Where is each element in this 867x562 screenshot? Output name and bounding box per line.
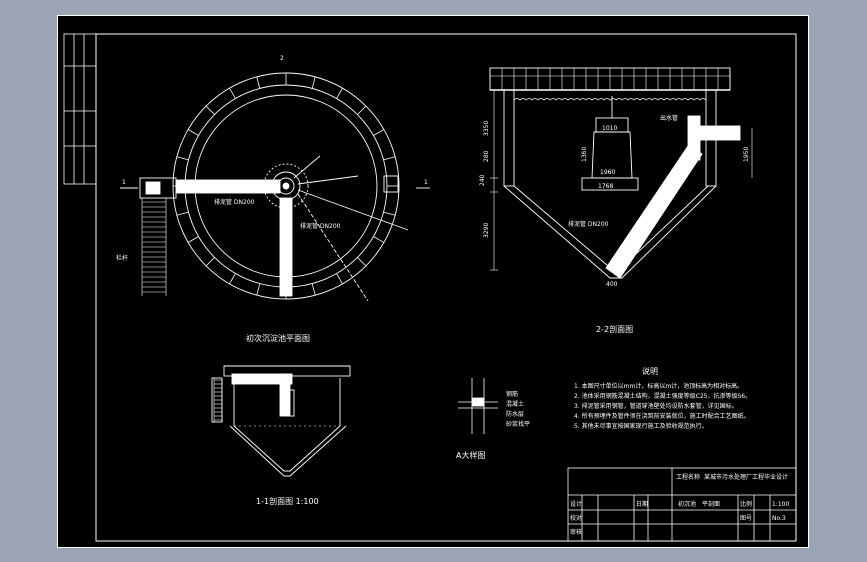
notes-line-4: 4. 所有预埋件及管件须在浇筑前安装就位，施工时配合工艺图纸。 [574, 412, 750, 420]
title-block-scale: 1:100 [772, 501, 789, 508]
dim-1768: 1768 [598, 183, 613, 190]
binding-strip [63, 33, 97, 185]
section-1-1 [211, 365, 351, 477]
plan-marker-right: 1 [424, 179, 428, 186]
title-block-sheet-no: No.3 [772, 515, 786, 522]
drawing-sheet: 2 1 1 排泥管 DN200 排泥管 DN200 栏杆 初次沉淀池平面图 [57, 15, 809, 548]
title-block-scale-label: 比例 [740, 500, 752, 508]
detail-note-2: 混凝土 [506, 400, 524, 408]
plan-marker-left: 1 [122, 179, 126, 186]
notes-line-5: 5. 其他未尽事宜按国家现行施工及验收规范执行。 [574, 422, 708, 430]
section-2-2-title: 2-2剖面图 [596, 324, 633, 334]
plan-view-title: 初次沉淀池平面图 [246, 333, 310, 343]
dim-1360: 1360 [581, 147, 588, 162]
title-block-drawing-name: 初沉池 [678, 500, 696, 508]
notes-line-2: 2. 池体采用钢筋混凝土结构，混凝土强度等级C25，抗渗等级S6。 [574, 392, 751, 400]
dim-280: 280 [483, 150, 490, 162]
title-block-row-label: 平剖面 [702, 500, 720, 508]
stairs-1-1 [213, 378, 223, 422]
section-2-2-pipe-label: 排泥管 DN200 [568, 220, 609, 228]
plan-side-label: 栏杆 [116, 254, 128, 262]
notes-line-3: 3. 排泥管采用钢管，管道穿池壁处均设防水套管，详见国标。 [574, 402, 738, 410]
section-1-1-title: 1-1剖面图 1:100 [256, 496, 319, 506]
section-2-2-outlet-label: 出水管 [660, 114, 678, 122]
dim-1010: 1010 [602, 125, 617, 132]
title-block-approver: 审核 [570, 528, 582, 536]
notes-line-1: 1. 本图尺寸单位以mm计，标高以m计，池顶标高为相对标高。 [574, 382, 743, 390]
title-block-checker: 校对 [570, 514, 582, 522]
section-2-2 [489, 67, 753, 279]
dim-1960: 1960 [600, 169, 615, 176]
dim-3290: 3290 [483, 223, 490, 238]
weir-baffles [173, 73, 399, 299]
dim-400: 400 [606, 281, 618, 288]
plan-pipe-label-2: 排泥管 DN200 [300, 222, 341, 230]
title-block-date: 日期 [636, 500, 648, 508]
title-block-label-design: 工程名称 [676, 473, 700, 481]
title-block [567, 467, 797, 542]
plan-pipe-label-1: 排泥管 DN200 [214, 198, 255, 206]
detail-title: A大样图 [456, 450, 485, 460]
drawing-canvas: 2 1 1 排泥管 DN200 排泥管 DN200 栏杆 初次沉淀池平面图 [63, 33, 797, 542]
stairs [141, 198, 167, 296]
inner-frame [95, 33, 797, 542]
water-surface [513, 98, 707, 101]
detail-a [458, 378, 498, 434]
plan-view [120, 72, 430, 302]
title-block-designer: 设计 [570, 500, 582, 508]
detail-note-3: 防水层 [506, 410, 524, 418]
title-block-project: 某城市污水处理厂工程毕业设计 [704, 473, 788, 481]
notes-title: 说明 [642, 366, 658, 376]
detail-note-4: 砂浆找平 [506, 420, 530, 428]
dim-1950: 1950 [743, 147, 750, 162]
railing [489, 68, 731, 90]
title-block-sheet-label: 图号 [740, 515, 752, 522]
dim-240: 240 [479, 174, 486, 186]
plan-section-marker: 2 [280, 55, 284, 62]
detail-note-1: 钢筋 [506, 390, 518, 398]
dim-3350: 3350 [483, 121, 490, 136]
